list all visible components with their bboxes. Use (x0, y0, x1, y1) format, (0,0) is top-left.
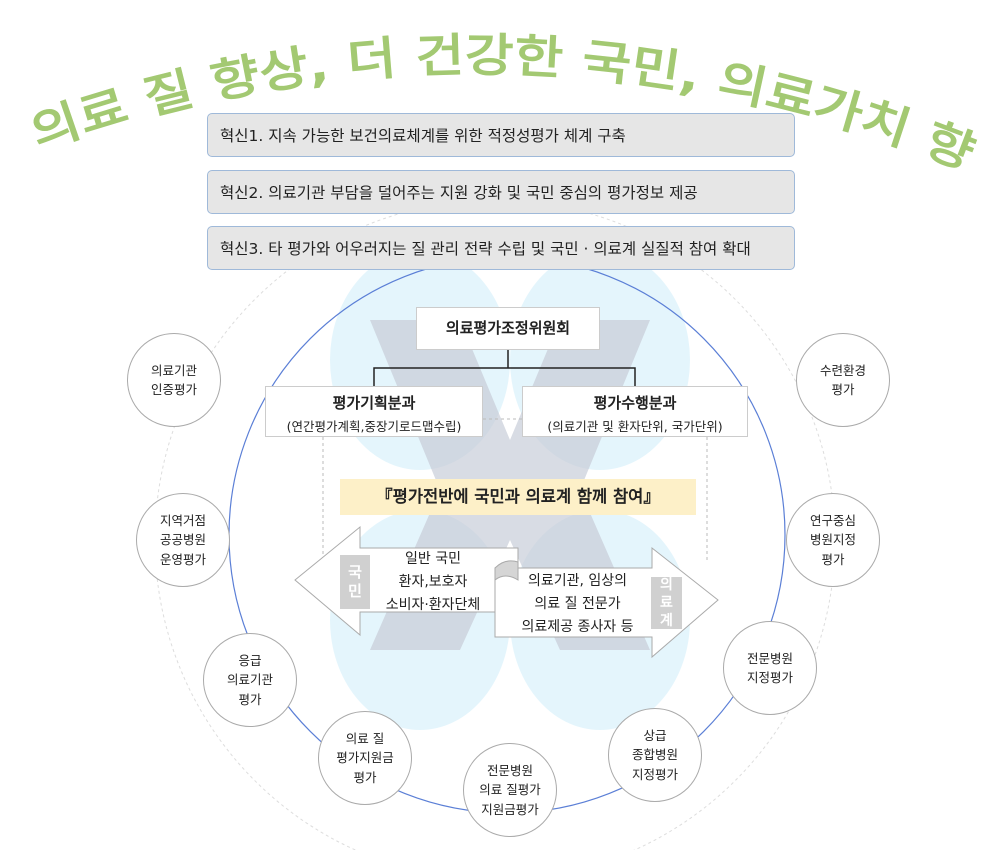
slogan-banner: 『평가전반에 국민과 의료계 함께 참여』 (340, 479, 696, 515)
medical-groups: 의료기관, 임상의 의료 질 전문가 의료제공 종사자 등 (521, 573, 634, 636)
subcommittee-name: 평가기획분과 (332, 394, 416, 412)
innovation-banner-1: 혁신1. 지속 가능한 보건의료체계를 위한 적정성평가 체계 구축 (207, 113, 795, 157)
subcommittee-execution: 평가수행분과 (의료기관 및 환자단위, 국가단위) (522, 386, 748, 437)
innovation-text: 혁신3. 타 평가와 어우러지는 질 관리 전략 수립 및 국민 · 의료계 실… (220, 240, 751, 258)
eval-node-emergency: 응급 의료기관 평가 (203, 633, 297, 727)
eval-node-specialty-designation: 전문병원 지정평가 (723, 621, 817, 715)
eval-node-specialty-quality: 전문병원 의료 질평가 지원금평가 (463, 743, 557, 837)
eval-node-quality-subsidy: 의료 질 평가지원금 평가 (318, 711, 412, 805)
subcommittee-desc: (의료기관 및 환자단위, 국가단위) (547, 419, 723, 434)
eval-node-training-environment: 수련환경 평가 (796, 333, 890, 427)
innovation-text: 혁신1. 지속 가능한 보건의료체계를 위한 적정성평가 체계 구축 (220, 127, 626, 145)
subcommittee-planning: 평가기획분과 (연간평가계획,중장기로드맵수립) (265, 386, 483, 437)
medical-tag: 의 료 계 (651, 577, 682, 629)
innovation-banner-3: 혁신3. 타 평가와 어우러지는 질 관리 전략 수립 및 국민 · 의료계 실… (207, 226, 795, 270)
eval-node-tertiary-hospital: 상급 종합병원 지정평가 (608, 708, 702, 802)
innovation-banner-2: 혁신2. 의료기관 부담을 덜어주는 지원 강화 및 국민 중심의 평가정보 제… (207, 170, 795, 214)
innovation-text: 혁신2. 의료기관 부담을 덜어주는 지원 강화 및 국민 중심의 평가정보 제… (220, 184, 698, 202)
committee-box: 의료평가조정위원회 (416, 307, 600, 350)
right-arrow-shape (494, 546, 719, 659)
citizen-groups: 일반 국민 환자,보호자 소비자·환자단체 (385, 551, 481, 614)
eval-node-public-hospital: 지역거점 공공병원 운영평가 (136, 493, 230, 587)
citizen-tag: 국 민 (340, 555, 370, 609)
eval-node-research-hospital: 연구중심 병원지정 평가 (786, 493, 880, 587)
subcommittee-desc: (연간평가계획,중장기로드맵수립) (286, 419, 462, 434)
org-connector (373, 350, 636, 386)
eval-node-hospital-accreditation: 의료기관 인증평가 (127, 333, 221, 427)
subcommittee-name: 평가수행분과 (593, 394, 677, 412)
